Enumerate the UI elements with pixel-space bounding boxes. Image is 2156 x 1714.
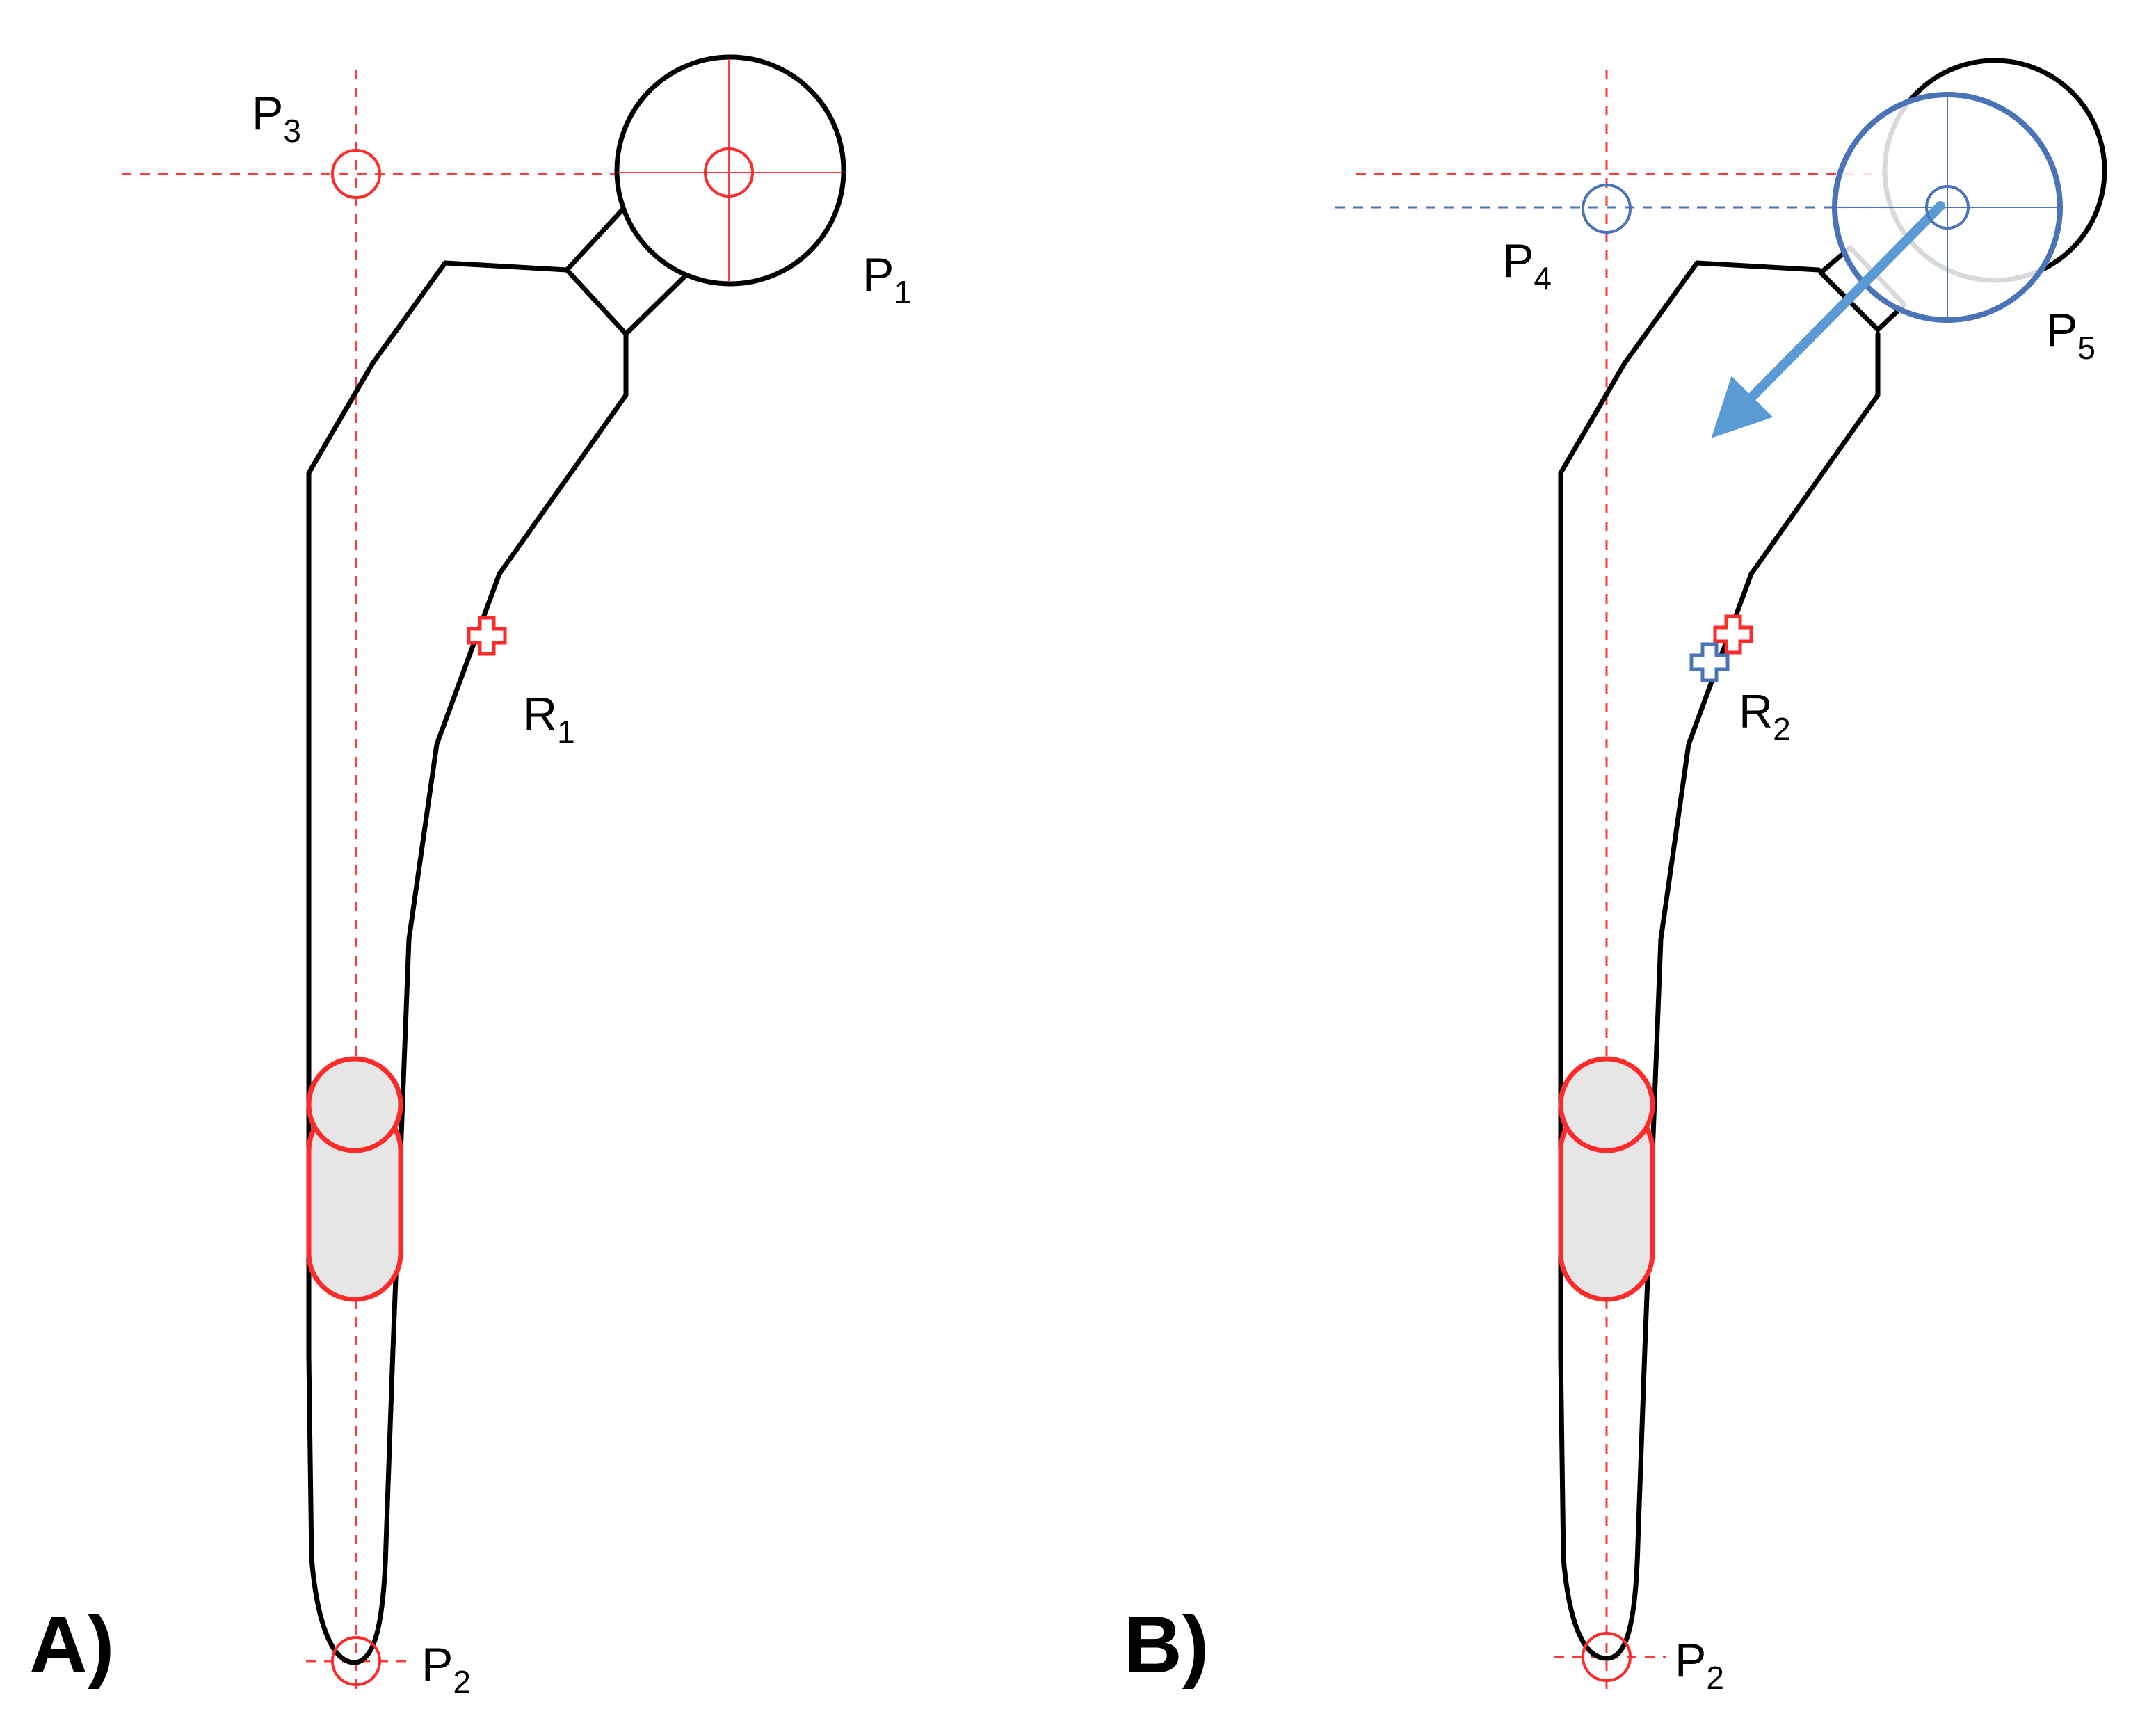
stem-outline — [306, 260, 629, 1665]
sensor-cylinder — [306, 1056, 403, 1302]
label-p1: P1 — [862, 248, 912, 310]
load-direction-arrow — [1711, 201, 1945, 438]
label-p2-a: P2 — [421, 1638, 471, 1700]
point-r1-marker — [467, 616, 507, 656]
point-p5-marker — [1925, 185, 1970, 230]
label-p4: P4 — [1502, 234, 1552, 296]
point-p1-marker — [704, 147, 754, 198]
panel-b: P4 P5 R2 P2 B) — [1124, 58, 2107, 1697]
panel-b-label: B) — [1124, 1599, 1209, 1690]
panel-a-label: A) — [29, 1599, 114, 1690]
point-r2-reference-marker — [1713, 614, 1753, 655]
sensor-cylinder-b — [1558, 1056, 1655, 1302]
stem-outline-b — [1558, 260, 1881, 1661]
label-p5: P5 — [2046, 304, 2095, 366]
point-p2-b-marker — [1582, 1632, 1632, 1682]
label-r1: R1 — [523, 688, 575, 750]
femoral-head — [614, 54, 846, 287]
label-p3: P3 — [252, 87, 301, 149]
point-p3-marker — [331, 149, 381, 199]
point-p2-marker — [331, 1636, 381, 1686]
panel-a: P3 P1 R1 P2 A) — [29, 54, 912, 1700]
point-r2-displaced-marker — [1689, 642, 1730, 682]
point-p4-marker — [1582, 184, 1632, 234]
label-r2: R2 — [1739, 685, 1791, 747]
label-p2-b: P2 — [1675, 1634, 1724, 1696]
